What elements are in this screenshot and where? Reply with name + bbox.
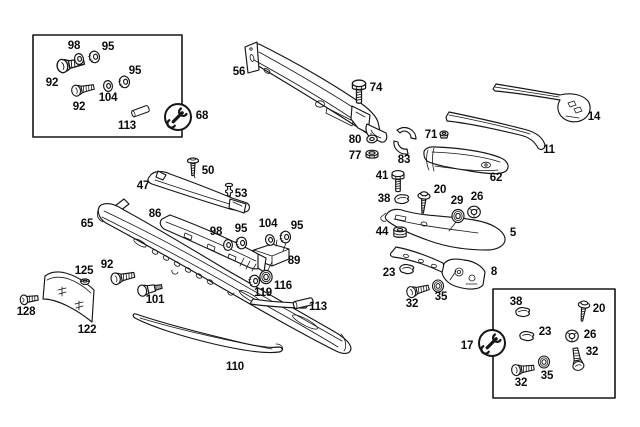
- clip-38-drawing: [514, 306, 531, 318]
- bolt-41-drawing: [391, 170, 405, 193]
- bumper-inner-rail-drawing: [159, 214, 267, 273]
- end-bracket-drawing: [389, 246, 486, 290]
- nut-26-drawing: [467, 205, 481, 219]
- bolt-32-drawing: [569, 346, 586, 372]
- pin-113-drawing: [130, 104, 151, 118]
- bolt-92-drawing: [109, 268, 137, 286]
- clip-38-drawing: [393, 193, 410, 206]
- bolt-92-drawing: [70, 80, 96, 98]
- license-plate-pad-drawing: [42, 271, 95, 323]
- bumper-guard-drawing: [423, 146, 509, 175]
- upper-moulding-strip-drawing: [492, 83, 591, 123]
- leader-lines: [267, 221, 457, 271]
- screw-20-drawing: [415, 190, 431, 215]
- nut-95-drawing: [117, 74, 131, 90]
- washer-35-drawing: [537, 355, 551, 369]
- bolt-101-drawing: [136, 280, 164, 298]
- screw-128-drawing: [19, 292, 40, 306]
- upper-support-panel-drawing: [147, 170, 251, 214]
- spacer-104-drawing: [102, 79, 114, 93]
- screw-50-drawing: [186, 157, 200, 177]
- nut-77-drawing: [365, 149, 379, 159]
- bolt-32-drawing: [510, 361, 536, 377]
- washer-29-drawing: [451, 208, 465, 224]
- washer-98-drawing: [223, 239, 233, 251]
- clip-53-drawing: [224, 182, 234, 197]
- screw-20-drawing: [575, 299, 591, 323]
- nut-95-drawing: [279, 230, 292, 244]
- front-bumper-drawing: [96, 198, 352, 355]
- lower-moulding-strip-drawing: [445, 111, 546, 150]
- nut-95-drawing: [235, 236, 248, 250]
- clip-nut-71-drawing: [439, 130, 449, 139]
- hardware-kit-box-bottom-right: [492, 288, 616, 399]
- wrench-icon: [477, 328, 507, 358]
- nut-26-drawing: [565, 329, 579, 343]
- pin-113-drawing: [292, 296, 315, 310]
- rub-strip-drawing: [132, 313, 284, 354]
- nut-125-drawing: [80, 278, 90, 286]
- cage-nut-44-drawing: [393, 226, 407, 238]
- washer-80-drawing: [365, 134, 379, 144]
- washer-35-drawing: [431, 279, 445, 293]
- grommet-116-drawing: [259, 269, 273, 285]
- side-bracket-drawing: [380, 208, 506, 251]
- clamp-83-drawing: [393, 127, 417, 155]
- clip-23-drawing: [399, 263, 415, 275]
- wrench-icon: [163, 102, 193, 132]
- bolt-32-drawing: [405, 281, 431, 300]
- nut-119-drawing: [248, 274, 261, 288]
- clip-23-drawing: [519, 330, 535, 342]
- bumper-reinforcement-bar-drawing: [244, 41, 388, 143]
- hardware-kit-box-top-left: [32, 34, 183, 138]
- nut-95-drawing: [87, 49, 101, 65]
